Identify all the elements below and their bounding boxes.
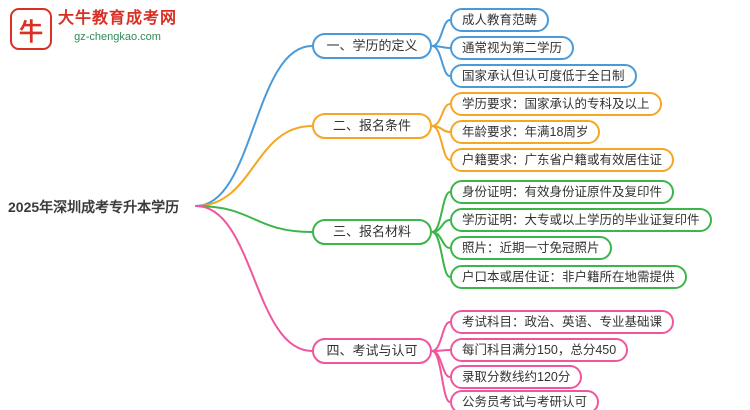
leaf-node: 通常视为第二学历: [450, 36, 575, 60]
bull-icon: 牛: [10, 8, 52, 50]
leaf-node: 户籍要求：广东省户籍或有效居住证: [450, 148, 675, 172]
leaf-node: 学历证明：大专或以上学历的毕业证复印件: [450, 208, 712, 232]
leaf-node: 每门科目满分150，总分450: [450, 338, 629, 362]
branch-definition: 一、学历的定义: [312, 33, 432, 59]
logo-url: gz-chengkao.com: [74, 31, 161, 43]
branch-exam: 四、考试与认可: [312, 338, 432, 364]
root-topic: 2025年深圳成考专升本学历: [8, 199, 180, 215]
leaf-node: 身份证明：有效身份证原件及复印件: [450, 180, 675, 204]
leaf-node: 国家承认但认可度低于全日制: [450, 64, 637, 88]
leaf-node: 成人教育范畴: [450, 8, 550, 32]
leaf-node: 照片：近期一寸免冠照片: [450, 236, 612, 260]
leaf-node: 学历要求：国家承认的专科及以上: [450, 92, 662, 116]
leaf-node: 年龄要求：年满18周岁: [450, 120, 601, 144]
logo-title: 大牛教育成考网: [58, 10, 178, 27]
leaf-node: 录取分数线约120分: [450, 365, 583, 389]
branch-requirements: 二、报名条件: [312, 113, 432, 139]
branch-materials: 三、报名材料: [312, 219, 432, 245]
leaf-node: 户口本或居住证：非户籍所在地需提供: [450, 265, 687, 289]
leaf-node: 考试科目：政治、英语、专业基础课: [450, 310, 675, 334]
logo-texts: 大牛教育成考网 gz-chengkao.com: [58, 8, 177, 44]
leaf-node: 公务员考试与考研认可: [450, 390, 600, 410]
site-logo: 牛 大牛教育成考网 gz-chengkao.com: [10, 8, 177, 50]
